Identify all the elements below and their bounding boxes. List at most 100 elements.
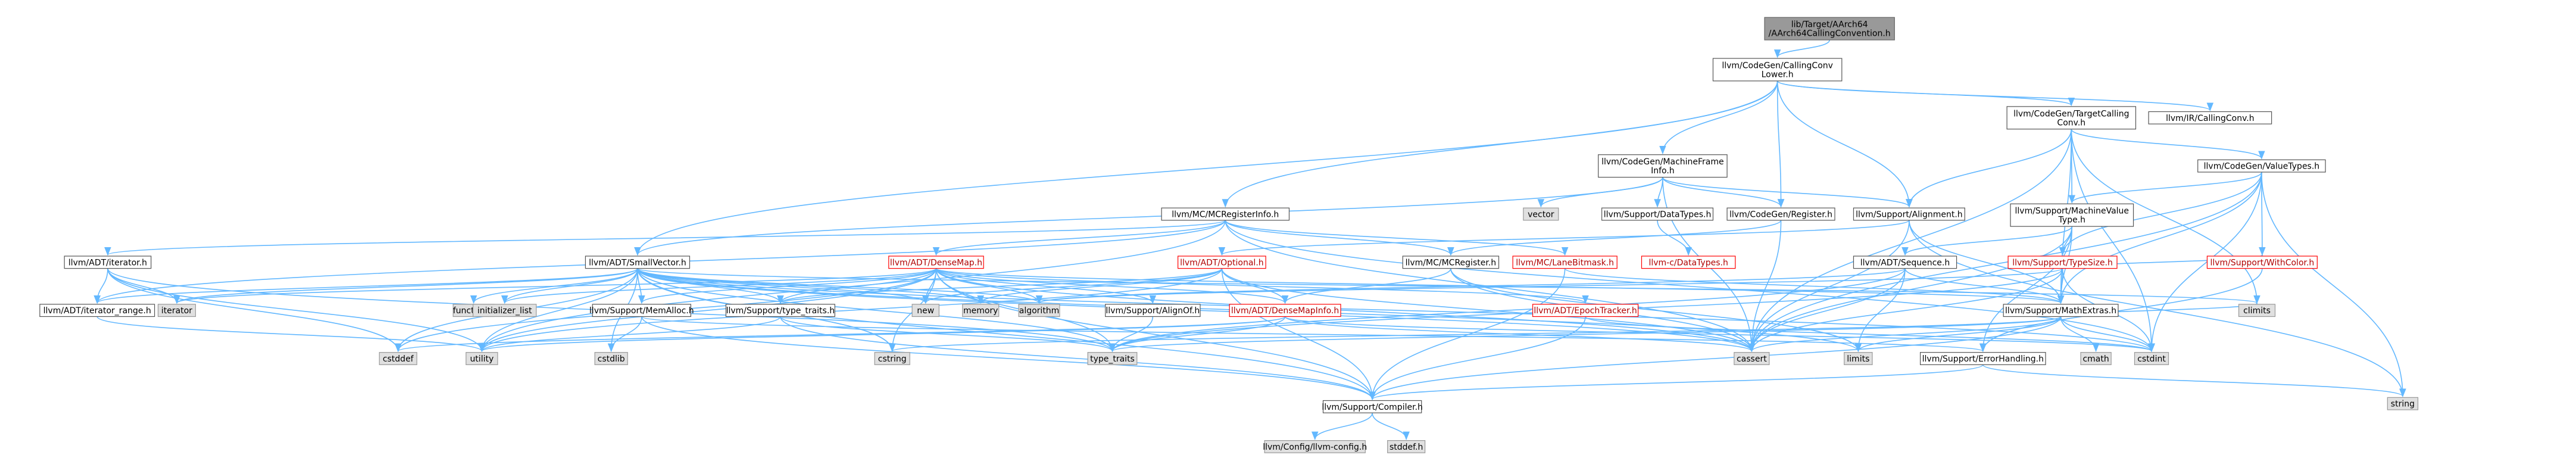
node-cgreg[interactable]: llvm/CodeGen/Register.h <box>1726 207 1835 221</box>
node-llvmconfig: llvm/Config/llvm-config.h <box>1263 440 1367 453</box>
edge-optional-to-cassert <box>1221 268 1755 353</box>
node-label: llvm/ADT/DenseMapInfo.h <box>1231 306 1339 316</box>
edge-densemap-to-alignof <box>935 268 1156 304</box>
node-limits: limits <box>1844 352 1873 365</box>
node-box <box>1322 400 1422 413</box>
node-label: llvm/Support/type_traits.h <box>726 306 835 316</box>
edge-smallvec-to-cstdint <box>637 268 2155 353</box>
edge-cclower-to-align <box>1776 80 1913 208</box>
node-iterator[interactable]: llvm/ADT/iterator.h <box>64 256 152 269</box>
node-box <box>962 304 1000 317</box>
node-root[interactable]: lib/Target/AArch64/AArch64CallingConvent… <box>1764 17 1895 41</box>
node-densemap[interactable]: llvm/ADT/DenseMap.h <box>888 256 984 269</box>
node-label: algorithm <box>1019 306 1060 316</box>
edge-cclower-to-cgreg <box>1776 80 1785 208</box>
node-label: cmath <box>2082 354 2109 364</box>
node-vt[interactable]: llvm/CodeGen/ValueTypes.h <box>2197 159 2326 173</box>
node-label: llvm/Support/DataTypes.h <box>1604 210 1712 219</box>
node-dmi[interactable]: llvm/ADT/DenseMapInfo.h <box>1229 304 1341 317</box>
node-withcolor[interactable]: llvm/Support/WithColor.h <box>2206 256 2318 269</box>
node-label: cstddef <box>383 354 414 364</box>
edge-typesize-to-algorithm <box>1036 267 2063 304</box>
node-alignof[interactable]: llvm/Support/AlignOf.h <box>1105 304 1201 317</box>
node-smallvec[interactable]: llvm/ADT/SmallVector.h <box>585 256 691 269</box>
node-label: llvm/MC/MCRegisterInfo.h <box>1172 210 1279 219</box>
node-errhandling[interactable]: llvm/Support/ErrorHandling.h <box>1919 352 2046 365</box>
node-label: Info.h <box>1651 166 1675 176</box>
node-box <box>1264 440 1366 453</box>
node-label: llvm/ADT/Optional.h <box>1180 258 1264 267</box>
edge-datatypes-to-cdatatypes <box>1657 220 1692 256</box>
node-label: llvm/IR/CallingConv.h <box>2166 114 2255 123</box>
edge-cclower-to-smallvec <box>634 80 1778 256</box>
edge-smallvec-to-typetraits <box>637 268 784 304</box>
node-lanebm[interactable]: llvm/MC/LaneBitmask.h <box>1512 256 1618 269</box>
node-label: llvm/Support/MachineValue <box>2015 207 2130 216</box>
node-cstring: cstring <box>874 352 910 365</box>
node-irconv[interactable]: llvm/IR/CallingConv.h <box>2148 111 2272 124</box>
node-compiler[interactable]: llvm/Support/Compiler.h <box>1322 400 1423 413</box>
edge-smallvec-to-iterrange <box>93 267 638 304</box>
node-box <box>1532 304 1639 317</box>
node-cmath: cmath <box>2080 352 2112 365</box>
node-memalloc[interactable]: llvm/Support/MemAlloc.h <box>589 304 694 317</box>
node-box <box>1853 207 1965 221</box>
node-iterrange[interactable]: llvm/ADT/iterator_range.h <box>39 304 155 317</box>
node-box <box>1598 154 1728 178</box>
node-box <box>1087 352 1138 365</box>
edge-mfi-to-align <box>1662 177 1913 208</box>
node-box <box>1229 304 1341 317</box>
edge-mathextras-to-cassert <box>1748 316 2062 353</box>
edge-dmi-to-type_traits <box>1109 316 1286 353</box>
node-box <box>1018 304 1060 317</box>
edge-mfi-to-cgreg <box>1662 177 1785 208</box>
edge-smallvec-to-climits <box>637 267 2260 304</box>
node-box <box>2197 159 2326 173</box>
node-box <box>39 304 155 317</box>
node-label: Lower.h <box>1762 70 1794 79</box>
edge-typetraits-to-compiler <box>780 316 1376 400</box>
edge-mvt-to-errhandling <box>1979 226 2073 353</box>
node-epoch[interactable]: llvm/ADT/EpochTracker.h <box>1532 304 1639 317</box>
node-optional[interactable]: llvm/ADT/Optional.h <box>1178 256 1266 269</box>
edge-optional-to-typetraits <box>777 267 1223 304</box>
edge-mathextras-to-limits <box>1854 316 2062 353</box>
edge-compiler-to-stddef <box>1372 413 1410 441</box>
node-box <box>2010 203 2134 227</box>
node-align[interactable]: llvm/Support/Alignment.h <box>1853 207 1965 221</box>
node-typesize[interactable]: llvm/Support/TypeSize.h <box>2007 256 2118 269</box>
node-label: llvm/CodeGen/MachineFrame <box>1601 157 1724 167</box>
edge-mvt-to-cassert <box>1748 226 2073 353</box>
node-label: llvm/MC/LaneBitmask.h <box>1516 258 1614 267</box>
edge-sequence-to-limits <box>1854 268 1906 353</box>
node-mathextras[interactable]: llvm/Support/MathExtras.h <box>2003 304 2119 317</box>
edge-iterator-to-iterrange <box>93 268 108 304</box>
node-typetraits[interactable]: llvm/Support/type_traits.h <box>725 304 835 317</box>
edge-mathextras-to-type_traits <box>1109 316 2062 353</box>
node-box <box>592 304 692 317</box>
node-datatypes[interactable]: llvm/Support/DataTypes.h <box>1601 207 1714 221</box>
edge-tcc-to-align <box>1906 129 2072 208</box>
edge-mathextras-to-compiler <box>1369 316 2062 400</box>
node-label: string <box>2391 400 2415 409</box>
edge-mathextras-to-cstdint <box>2060 316 2155 353</box>
node-label: utility <box>470 354 494 364</box>
node-sequence[interactable]: llvm/ADT/Sequence.h <box>1853 256 1957 269</box>
node-cstdint: cstdint <box>2134 352 2169 365</box>
edge-optional-to-utility <box>478 268 1223 353</box>
node-mcreginfo[interactable]: llvm/MC/MCRegisterInfo.h <box>1161 207 1290 221</box>
node-cdatatypes[interactable]: llvm-c/DataTypes.h <box>1641 256 1736 269</box>
node-box <box>1764 17 1895 41</box>
node-label: Conv.h <box>2057 118 2085 127</box>
edge-densemap-to-cassert <box>935 268 1755 353</box>
node-label: llvm/ADT/iterator_range.h <box>43 306 151 316</box>
node-box <box>874 352 910 365</box>
node-label: cstdint <box>2137 354 2166 364</box>
node-label: initializer_list <box>477 306 532 316</box>
node-box <box>1641 256 1736 269</box>
node-mcreg[interactable]: llvm/MC/MCRegister.h <box>1402 256 1500 269</box>
